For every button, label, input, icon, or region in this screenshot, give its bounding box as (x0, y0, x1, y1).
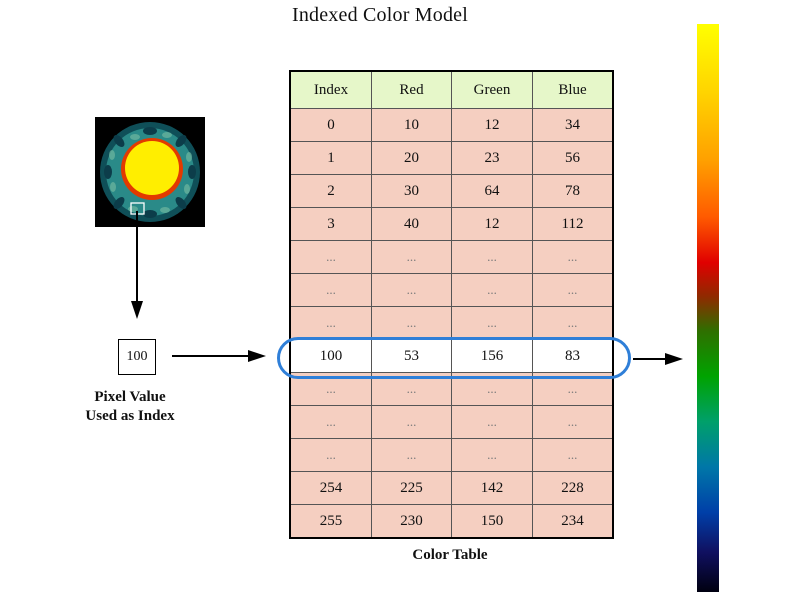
cell-index: 1 (289, 141, 372, 175)
cell-blue: 78 (532, 174, 614, 208)
cell-red: ... (371, 372, 452, 406)
cell-green: 142 (451, 471, 533, 505)
thumbnail-to-pixel-arrow-line (136, 211, 138, 303)
thumbnail-to-pixel-arrowhead (131, 301, 143, 319)
cell-red: ... (371, 438, 452, 472)
color-table-row: ............ (289, 372, 614, 406)
cell-blue: ... (532, 273, 614, 307)
cell-green: 23 (451, 141, 533, 175)
cell-red: ... (371, 405, 452, 439)
color-table-row: ............ (289, 306, 614, 340)
cell-green: 12 (451, 207, 533, 241)
cell-blue: 56 (532, 141, 614, 175)
thumbnail-graphic (95, 117, 205, 227)
pixel-label-line2: Used as Index (85, 408, 175, 424)
cell-blue: ... (532, 306, 614, 340)
cell-blue: ... (532, 240, 614, 274)
pixel-value: 100 (126, 349, 148, 364)
diagram-title: Indexed Color Model (292, 4, 468, 26)
cell-blue: 83 (532, 339, 614, 373)
cell-red: 53 (371, 339, 452, 373)
color-table-row: ............ (289, 240, 614, 274)
cell-red: 10 (371, 108, 452, 142)
cell-index: 100 (289, 339, 372, 373)
cell-red: ... (371, 306, 452, 340)
cell-red: 230 (371, 504, 452, 539)
cell-index: ... (289, 372, 372, 406)
cell-green: 64 (451, 174, 533, 208)
color-table-row: ............ (289, 405, 614, 439)
cell-red: 30 (371, 174, 452, 208)
cell-green: 156 (451, 339, 533, 373)
cell-blue: 234 (532, 504, 614, 539)
header-red: Red (371, 70, 452, 109)
cell-green: ... (451, 306, 533, 340)
pixel-to-table-arrowhead (248, 350, 266, 362)
cell-blue: 228 (532, 471, 614, 505)
cell-red: 40 (371, 207, 452, 241)
cell-blue: ... (532, 438, 614, 472)
cell-red: 225 (371, 471, 452, 505)
cell-index: ... (289, 306, 372, 340)
pixel-value-label: Pixel Value Used as Index (60, 388, 200, 426)
cell-red: 20 (371, 141, 452, 175)
pixel-to-table-arrow-line (172, 355, 250, 357)
colormap-bar (697, 24, 719, 592)
cell-index: ... (289, 405, 372, 439)
cell-blue: ... (532, 372, 614, 406)
cell-index: 0 (289, 108, 372, 142)
pixel-label-line1: Pixel Value (94, 389, 166, 405)
header-blue: Blue (532, 70, 614, 109)
cell-red: ... (371, 273, 452, 307)
cell-blue: ... (532, 405, 614, 439)
indexed-image-thumbnail (95, 117, 205, 227)
cell-index: 3 (289, 207, 372, 241)
color-table-row: ............ (289, 273, 614, 307)
table-to-colormap-arrowhead (665, 353, 683, 365)
cell-index: 254 (289, 471, 372, 505)
table-to-colormap-arrow-line (633, 358, 667, 360)
cell-green: ... (451, 240, 533, 274)
color-table-row: ............ (289, 438, 614, 472)
cell-blue: 112 (532, 207, 614, 241)
cell-index: ... (289, 273, 372, 307)
cell-index: 2 (289, 174, 372, 208)
color-table-header-row: Index Red Green Blue (289, 70, 614, 109)
cell-green: ... (451, 372, 533, 406)
cell-green: 150 (451, 504, 533, 539)
cell-blue: 34 (532, 108, 614, 142)
color-table-caption: Color Table (412, 547, 488, 563)
cell-index: 255 (289, 504, 372, 539)
cell-index: ... (289, 438, 372, 472)
cell-red: ... (371, 240, 452, 274)
cell-green: ... (451, 273, 533, 307)
pixel-value-box: 100 (118, 339, 156, 375)
header-index: Index (289, 70, 372, 109)
cell-index: ... (289, 240, 372, 274)
cell-green: 12 (451, 108, 533, 142)
cell-green: ... (451, 405, 533, 439)
cell-green: ... (451, 438, 533, 472)
header-green: Green (451, 70, 533, 109)
